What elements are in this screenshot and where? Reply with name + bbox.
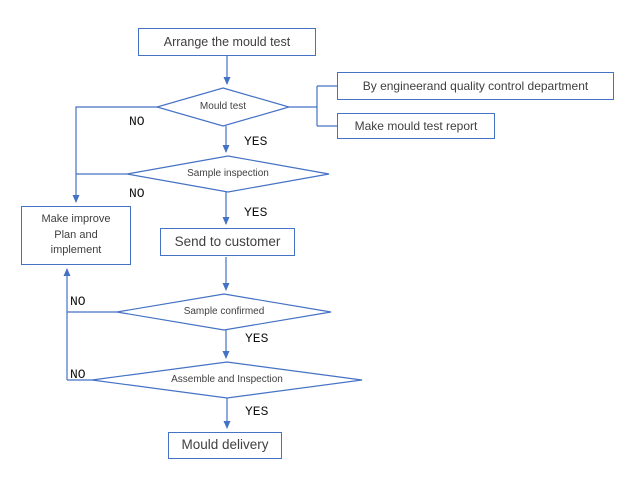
decision-sample-inspection-shape [126, 155, 330, 193]
edge-label-yes-sample-confirmed: YES [245, 331, 269, 346]
node-send-to-customer: Send to customer [160, 228, 295, 256]
arrow-no-to-improve-top [72, 106, 160, 203]
edge-label-yes-mould-test: YES [244, 134, 268, 149]
node-make-improve-line3: implement [50, 244, 102, 257]
connector-lines [63, 56, 337, 429]
edge-label-no-mould-test: NO [129, 114, 145, 129]
note-mould-test-report-label: Make mould test report [354, 118, 478, 133]
note-by-engineer-label: By engineerand quality control departmen… [362, 78, 589, 93]
node-arrange-mould-test: Arrange the mould test [138, 28, 316, 56]
node-mould-delivery-label: Mould delivery [181, 437, 269, 453]
edge-label-yes-assemble: YES [245, 404, 269, 419]
note-by-engineer: By engineerand quality control departmen… [337, 72, 614, 100]
decision-mould-test-shape [154, 87, 292, 127]
node-make-improve-line2: Plan and [54, 228, 98, 241]
node-mould-delivery: Mould delivery [168, 432, 282, 459]
node-send-to-customer-label: Send to customer [174, 233, 281, 249]
node-arrange-label: Arrange the mould test [163, 34, 291, 49]
decision-sample-confirmed-shape [116, 293, 332, 331]
node-make-improve: Make improve Plan and implement [21, 206, 131, 265]
edge-label-no-assemble: NO [70, 367, 86, 382]
edge-label-yes-sample-inspection: YES [244, 205, 268, 220]
edge-label-no-sample-inspection: NO [129, 186, 145, 201]
decision-assemble-shape [91, 361, 363, 399]
note-mould-test-report: Make mould test report [337, 113, 495, 139]
decision-diamonds [91, 87, 363, 399]
node-make-improve-line1: Make improve [41, 212, 111, 225]
edge-label-no-sample-confirmed: NO [70, 294, 86, 309]
